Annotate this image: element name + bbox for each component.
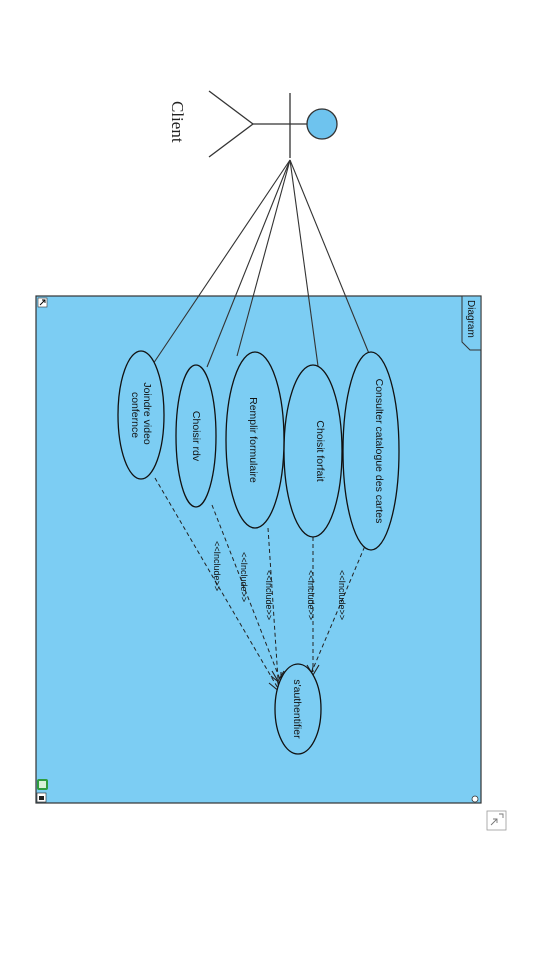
- frame-label: Diagram: [465, 300, 476, 338]
- use-case-formulaire[interactable]: Remplir formulaire: [225, 351, 285, 529]
- use-case-auth[interactable]: s'authentifier: [274, 663, 322, 755]
- use-case-rdv[interactable]: Choisir rdv: [175, 364, 217, 508]
- frame-tab: [461, 295, 482, 351]
- frame-anchor-icon[interactable]: [36, 779, 48, 803]
- use-case-video[interactable]: Joindre video confernce: [117, 350, 165, 480]
- external-link-icon[interactable]: [486, 810, 507, 831]
- use-case-label: Remplir formulaire: [247, 397, 259, 483]
- include-labels: <<Include>> <<Include>> <<Include>> <<In…: [212, 541, 347, 620]
- use-case-label: Consulter catalogue des cartes: [373, 379, 385, 524]
- use-case-label: Choisit forfait: [314, 420, 326, 481]
- use-case-label: Joindre video confernce: [129, 382, 153, 447]
- use-case-label: Choisir rdv: [190, 411, 202, 462]
- include-label: <<Include>>: [264, 570, 274, 620]
- actor-name: Client: [168, 101, 187, 143]
- use-case-label: s'authentifier: [291, 679, 303, 739]
- resize-handle-icon[interactable]: [37, 297, 48, 308]
- include-label: <<Include>>: [212, 541, 222, 591]
- use-case-forfait[interactable]: Choisit forfait: [283, 364, 343, 538]
- actor-head: [306, 108, 338, 140]
- association-lines: [152, 159, 371, 368]
- include-label: <<Include>>: [337, 570, 347, 620]
- include-label: <<Include>>: [306, 570, 316, 620]
- actor-client[interactable]: [208, 90, 338, 158]
- include-label: <<Include>>: [239, 552, 249, 602]
- frame-corner-handle-icon[interactable]: [471, 795, 479, 803]
- use-case-consulter[interactable]: Consulter catalogue des cartes: [342, 351, 400, 551]
- include-lines: [154, 477, 371, 691]
